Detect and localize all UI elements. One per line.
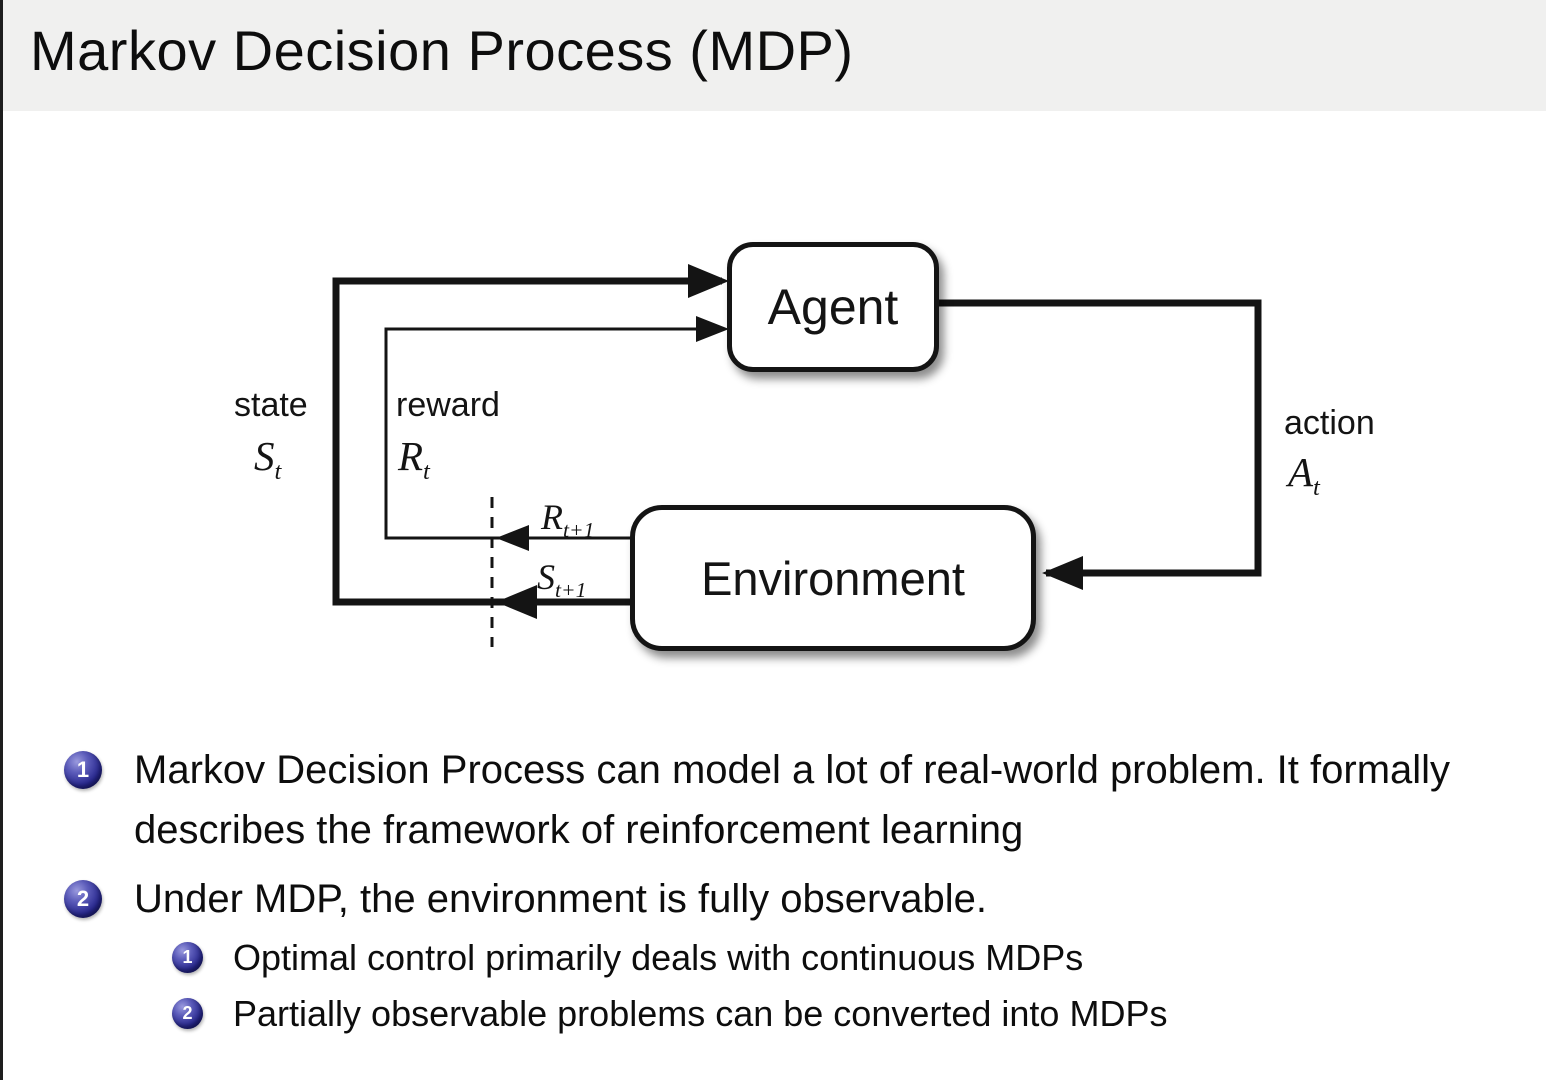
action-arrowhead-icon — [1042, 556, 1083, 590]
bullet-text: Markov Decision Process can model a lot … — [134, 748, 1451, 852]
action-symbol: At — [1288, 448, 1320, 502]
state-label: state — [234, 386, 308, 424]
reward-symbol-main: R — [398, 433, 424, 479]
next-state-symbol-main: S — [537, 557, 555, 597]
reward-label: reward — [396, 386, 500, 424]
next-reward-arrowhead-icon — [496, 525, 529, 551]
bullet-list: 1 Markov Decision Process can model a lo… — [64, 740, 1520, 1043]
list-item: 2 Under MDP, the environment is fully ob… — [64, 869, 1520, 929]
sub-bullet-list: 1 Optimal control primarily deals with c… — [172, 931, 1520, 1041]
environment-box: Environment — [630, 505, 1036, 651]
next-state-symbol-sub: t+1 — [555, 578, 587, 603]
list-item: 2 Partially observable problems can be c… — [172, 987, 1520, 1041]
next-state-symbol: St+1 — [537, 556, 586, 603]
bullet-text: Under MDP, the environment is fully obse… — [134, 877, 988, 921]
state-symbol-main: S — [254, 433, 275, 479]
action-symbol-main: A — [1288, 449, 1314, 495]
next-reward-symbol-main: R — [541, 497, 563, 537]
next-reward-symbol: Rt+1 — [541, 496, 594, 543]
bullet-number-badge: 1 — [172, 942, 203, 973]
list-item: 1 Markov Decision Process can model a lo… — [64, 740, 1520, 860]
agent-box-label: Agent — [767, 279, 899, 335]
action-label: action — [1284, 404, 1375, 442]
state-symbol: St — [254, 432, 281, 486]
state-arrowhead-icon — [688, 264, 729, 298]
agent-box: Agent — [727, 242, 939, 372]
next-reward-symbol-sub: t+1 — [563, 518, 595, 543]
bullet-number-badge: 2 — [172, 998, 203, 1029]
bullet-number-badge: 1 — [64, 751, 102, 789]
slide-header: Markov Decision Process (MDP) — [0, 0, 1546, 111]
next-state-arrowhead-icon — [496, 585, 537, 619]
screen-left-edge — [0, 0, 3, 1080]
list-item: 1 Optimal control primarily deals with c… — [172, 931, 1520, 985]
environment-box-label: Environment — [701, 551, 965, 605]
reward-symbol: Rt — [398, 432, 430, 486]
action-loop-line — [936, 299, 1262, 577]
bullet-number-badge: 2 — [64, 880, 102, 918]
reward-symbol-sub: t — [423, 458, 430, 486]
reward-arrowhead-icon — [696, 316, 729, 342]
action-symbol-sub: t — [1313, 474, 1320, 502]
state-symbol-sub: t — [274, 458, 282, 486]
page-title: Markov Decision Process (MDP) — [30, 19, 854, 82]
sub-bullet-text: Partially observable problems can be con… — [233, 993, 1168, 1034]
state-loop-line — [332, 277, 722, 606]
sub-bullet-text: Optimal control primarily deals with con… — [233, 937, 1084, 978]
